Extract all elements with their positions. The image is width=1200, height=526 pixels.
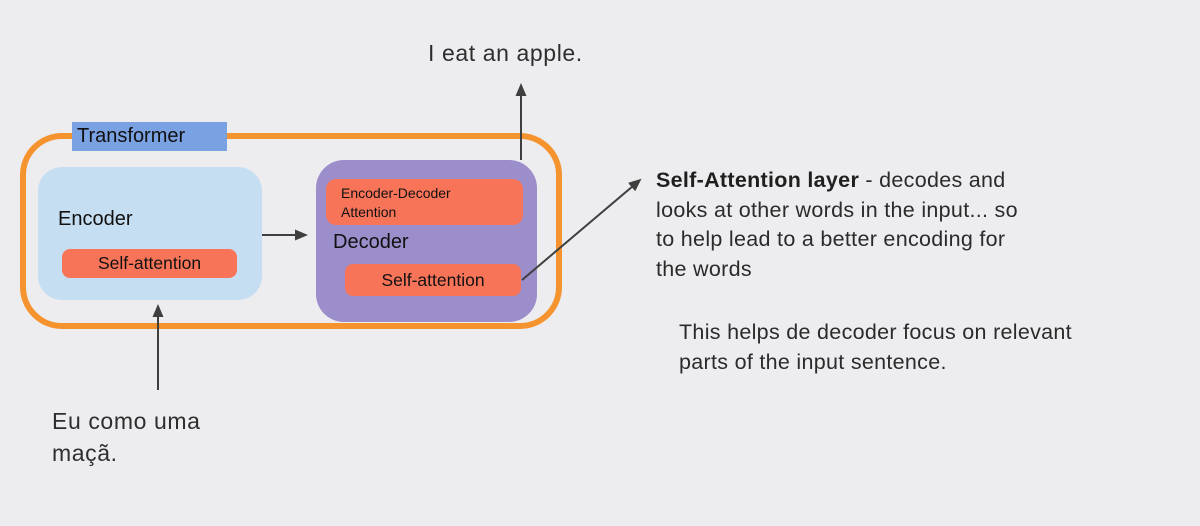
decoder-self-attention-chip: Self-attention [345,264,521,296]
decoder-box: Encoder-Decoder Attention Decoder Self-a… [316,160,537,322]
encoder-decoder-attention-line1: Encoder-Decoder [341,185,451,201]
input-sentence-line2: maçã. [52,440,118,466]
annotation-line1: Self-Attention layer - decodes and [656,166,1018,196]
note-line1: This helps de decoder focus on relevant [679,320,1072,344]
encoder-title: Encoder [58,208,133,230]
encoder-decoder-attention-chip: Encoder-Decoder Attention [326,179,523,225]
encoder-decoder-attention-line2: Attention [341,203,397,220]
transformer-label: Transformer [72,122,227,151]
annotation-line1-rest: - decodes and [859,168,1006,192]
input-sentence-caption: Eu como uma maçã. [52,405,201,469]
output-sentence-caption: I eat an apple. [428,40,583,66]
annotation-line2: looks at other words in the input... so [656,197,1018,222]
encoder-box: Encoder Self-attention [38,167,262,300]
note-line2: parts of the input sentence. [679,349,947,374]
decoder-title: Decoder [333,231,409,253]
input-sentence-line1: Eu como uma [52,408,201,434]
encoder-self-attention-chip: Self-attention [62,249,237,278]
annotation-bold-term: Self-Attention layer [656,168,860,192]
annotation-line4: the words [656,256,752,281]
annotation-line3: to help lead to a better encoding for [656,227,1006,252]
decoder-focus-note: This helps de decoder focus on relevant … [679,318,1072,377]
self-attention-annotation: Self-Attention layer - decodes and looks… [656,166,1018,284]
